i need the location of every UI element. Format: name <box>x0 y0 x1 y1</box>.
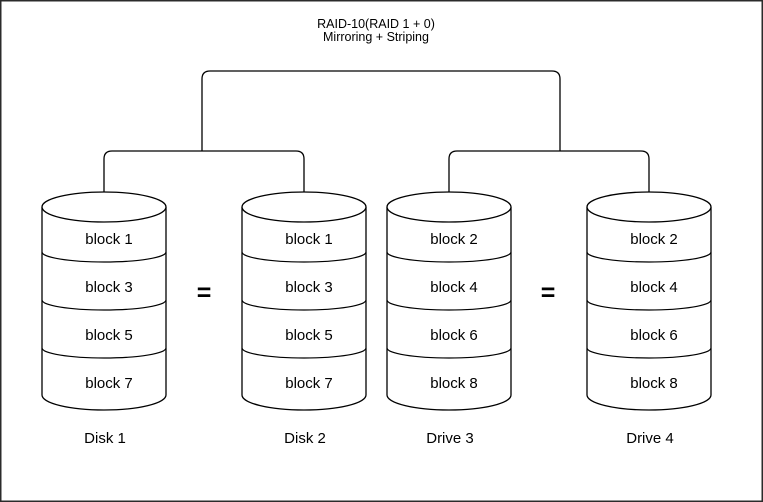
cylinder-divider <box>386 251 512 263</box>
block-label: block 3 <box>285 279 333 296</box>
cylinder-divider <box>41 299 167 311</box>
diagram-title: RAID-10(RAID 1 + 0) <box>317 17 435 31</box>
block-label: block 8 <box>630 375 678 392</box>
block-label: block 1 <box>85 231 133 248</box>
cylinder-top-ellipse <box>386 191 512 223</box>
block-label: block 5 <box>85 327 133 344</box>
cylinder-divider <box>586 299 712 311</box>
connector-top-bracket <box>201 70 561 151</box>
cylinder-divider <box>241 299 367 311</box>
cylinder-top-ellipse <box>241 191 367 223</box>
drive-label-4: Drive 4 <box>626 430 674 447</box>
connector-right-bracket <box>448 150 650 193</box>
cylinder-divider <box>386 347 512 359</box>
drive-label-3: Drive 3 <box>426 430 474 447</box>
block-label: block 7 <box>285 375 333 392</box>
disk-cylinder-3: block 2 block 4 block 6 block 8 <box>386 191 512 411</box>
connector-left-bracket <box>103 150 305 193</box>
cylinder-divider <box>586 347 712 359</box>
cylinder-body <box>386 207 512 411</box>
diagram-subtitle: Mirroring + Striping <box>323 30 429 44</box>
equals-sign-right: = <box>541 279 556 307</box>
disk-label-2: Disk 2 <box>284 430 326 447</box>
block-label: block 2 <box>630 231 678 248</box>
block-label: block 2 <box>430 231 478 248</box>
block-label: block 6 <box>430 327 478 344</box>
block-label: block 5 <box>285 327 333 344</box>
block-label: block 6 <box>630 327 678 344</box>
cylinder-divider <box>41 251 167 263</box>
disk-cylinder-1: block 1 block 3 block 5 block 7 <box>41 191 167 411</box>
cylinder-divider <box>241 251 367 263</box>
equals-sign-left: = <box>197 279 212 307</box>
block-label: block 4 <box>630 279 678 296</box>
block-label: block 4 <box>430 279 478 296</box>
block-label: block 3 <box>85 279 133 296</box>
cylinder-divider <box>41 347 167 359</box>
disk-cylinder-2: block 1 block 3 block 5 block 7 <box>241 191 367 411</box>
disk-cylinder-4: block 2 block 4 block 6 block 8 <box>586 191 712 411</box>
cylinder-body <box>586 207 712 411</box>
cylinder-divider <box>386 299 512 311</box>
cylinder-top-ellipse <box>41 191 167 223</box>
cylinder-divider <box>586 251 712 263</box>
cylinder-top-ellipse <box>586 191 712 223</box>
block-label: block 7 <box>85 375 133 392</box>
disk-label-1: Disk 1 <box>84 430 126 447</box>
cylinder-divider <box>241 347 367 359</box>
block-label: block 1 <box>285 231 333 248</box>
block-label: block 8 <box>430 375 478 392</box>
cylinder-body <box>41 207 167 411</box>
cylinder-body <box>241 207 367 411</box>
